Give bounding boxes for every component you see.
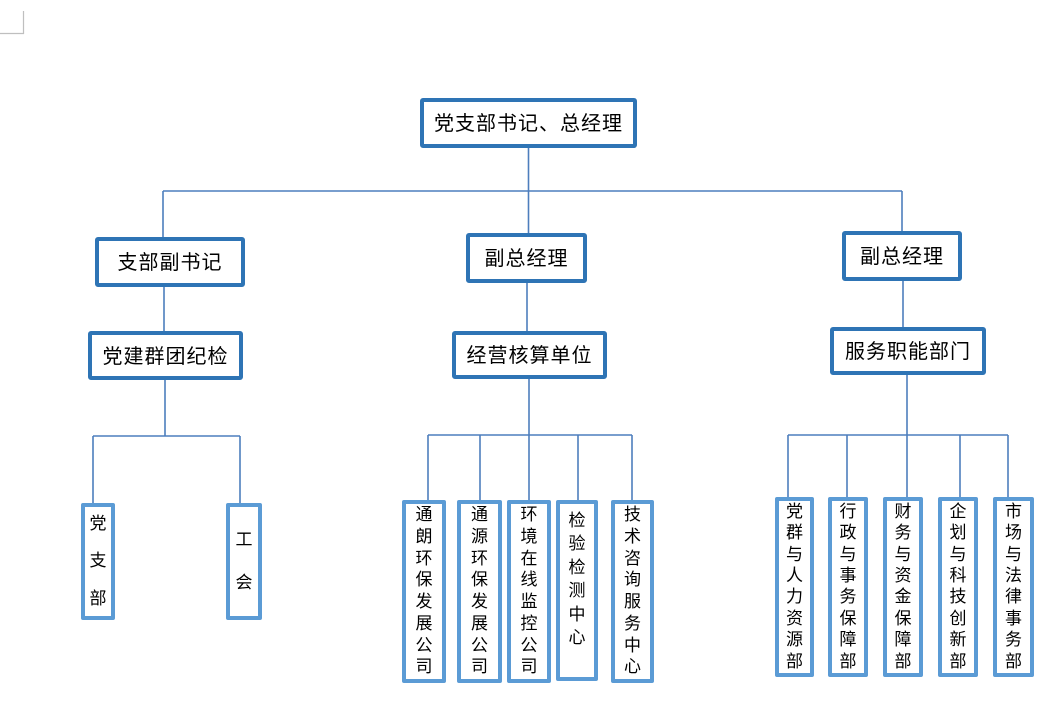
node-party-branch[interactable]: 党支部 — [81, 503, 115, 620]
node-market-legal-affairs-department[interactable]: 市场与法律事务部 — [993, 497, 1034, 677]
node-operating-accounting-units[interactable]: 经营核算单位 — [452, 331, 607, 379]
node-label: 环境在线监控公司 — [520, 505, 538, 678]
node-planning-technology-innovation-department[interactable]: 企划与科技创新部 — [938, 497, 978, 677]
node-label: 党支部 — [89, 514, 107, 609]
node-root-party-secretary-general-manager[interactable]: 党支部书记、总经理 — [420, 98, 637, 148]
node-label: 副总经理 — [860, 244, 944, 268]
node-label: 党支部书记、总经理 — [434, 111, 623, 135]
node-branch-deputy-secretary[interactable]: 支部副书记 — [95, 237, 245, 287]
node-label: 通朗环保发展公司 — [415, 505, 433, 678]
node-service-function-departments[interactable]: 服务职能部门 — [830, 327, 986, 375]
node-label: 市场与法律事务部 — [1005, 501, 1022, 672]
node-label: 经营核算单位 — [466, 343, 593, 367]
node-party-mass-hr-department[interactable]: 党群与人力资源部 — [775, 497, 814, 677]
node-label: 支部副书记 — [117, 250, 223, 274]
node-label: 企划与科技创新部 — [949, 501, 967, 672]
node-label: 技术咨询服务中心 — [624, 505, 641, 678]
node-labor-union[interactable]: 工会 — [226, 503, 262, 620]
node-label: 党群与人力资源部 — [786, 501, 803, 672]
node-label: 通源环保发展公司 — [471, 505, 488, 678]
node-technical-consulting-service-center[interactable]: 技术咨询服务中心 — [611, 500, 654, 683]
node-tongyuan-environmental-company[interactable]: 通源环保发展公司 — [457, 500, 502, 683]
node-label: 行政与事务保障部 — [839, 501, 857, 672]
node-party-building-mass-discipline[interactable]: 党建群团纪检 — [88, 331, 243, 380]
node-label: 工会 — [235, 529, 253, 593]
node-tonglang-environmental-company[interactable]: 通朗环保发展公司 — [402, 500, 446, 683]
node-label: 服务职能部门 — [845, 339, 971, 363]
node-label: 检验检测中心 — [568, 511, 586, 648]
page-margin-mark — [0, 11, 25, 35]
node-administration-affairs-support-department[interactable]: 行政与事务保障部 — [828, 497, 868, 677]
node-label: 党建群团纪检 — [102, 343, 229, 368]
node-label: 财务与资金保障部 — [894, 501, 912, 672]
node-label: 副总经理 — [484, 246, 569, 270]
node-online-monitoring-company[interactable]: 环境在线监控公司 — [507, 500, 551, 683]
node-deputy-general-manager-1[interactable]: 副总经理 — [466, 233, 587, 283]
node-finance-funds-support-department[interactable]: 财务与资金保障部 — [883, 497, 923, 677]
node-deputy-general-manager-2[interactable]: 副总经理 — [842, 231, 962, 281]
node-inspection-testing-center[interactable]: 检验检测中心 — [556, 500, 598, 681]
